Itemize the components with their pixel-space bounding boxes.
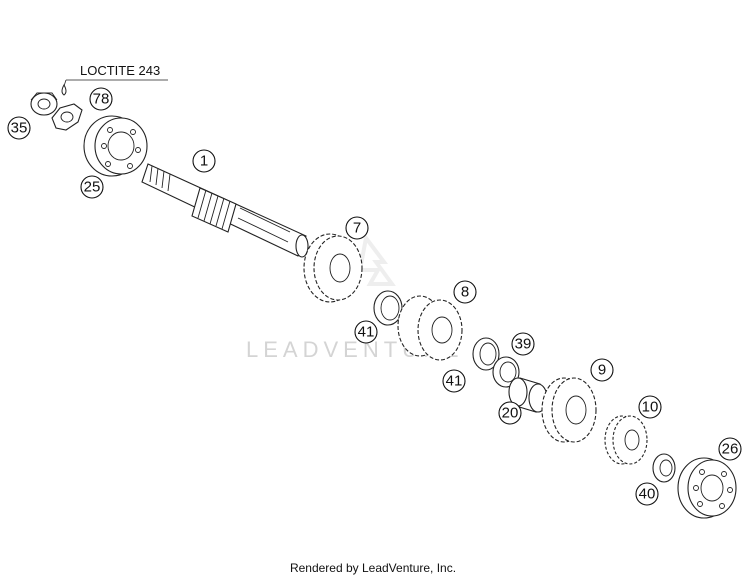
loctite-drop-icon xyxy=(61,83,67,96)
part-41-circlip-upper xyxy=(373,290,403,326)
part-35-nut xyxy=(30,92,58,116)
callout-8: 8 xyxy=(453,280,477,304)
footer-credit: Rendered by LeadVenture, Inc. xyxy=(290,561,456,575)
part-1-main-shaft xyxy=(141,163,309,258)
callout-25: 25 xyxy=(80,175,104,199)
callout-39: 39 xyxy=(511,332,535,356)
watermark-logo xyxy=(357,233,396,286)
callout-41-lower-label: 41 xyxy=(446,373,463,390)
callout-20: 20 xyxy=(498,401,522,425)
note-leader-tick xyxy=(63,79,67,87)
part-7-gear xyxy=(303,233,363,303)
callout-1-label: 1 xyxy=(200,153,208,170)
part-39-washer xyxy=(492,356,520,388)
part-25-bearing xyxy=(83,115,148,177)
callout-20-label: 20 xyxy=(502,405,519,422)
callout-78-label: 78 xyxy=(93,91,110,108)
part-26-bearing xyxy=(677,457,737,519)
part-40-washer xyxy=(652,453,676,483)
part-78-lock-washer xyxy=(51,103,83,131)
part-20-bushing xyxy=(508,377,548,413)
part-9-gear xyxy=(541,377,597,443)
callout-10-label: 10 xyxy=(642,399,659,416)
callout-35-label: 35 xyxy=(11,120,28,137)
callout-41-lower: 41 xyxy=(442,369,466,393)
callout-25-label: 25 xyxy=(84,179,101,196)
callout-9-label: 9 xyxy=(598,362,606,379)
callout-26-label: 26 xyxy=(722,441,739,458)
callout-9: 9 xyxy=(590,358,614,382)
callout-40-label: 40 xyxy=(639,486,656,503)
callout-26: 26 xyxy=(718,437,742,461)
callout-7-label: 7 xyxy=(353,220,361,237)
callout-35: 35 xyxy=(7,116,31,140)
callout-78: 78 xyxy=(89,87,113,111)
loctite-note: LOCTITE 243 xyxy=(80,63,160,78)
callout-7: 7 xyxy=(345,216,369,240)
callout-41-upper-label: 41 xyxy=(358,324,375,341)
callout-41-upper: 41 xyxy=(354,320,378,344)
callout-8-label: 8 xyxy=(461,284,469,301)
callout-1: 1 xyxy=(192,149,216,173)
part-10-gear xyxy=(604,415,648,465)
callout-10: 10 xyxy=(638,395,662,419)
callout-39-label: 39 xyxy=(515,336,532,353)
part-41-circlip-lower xyxy=(472,337,500,371)
callout-40: 40 xyxy=(635,482,659,506)
part-8-gear xyxy=(397,295,463,361)
